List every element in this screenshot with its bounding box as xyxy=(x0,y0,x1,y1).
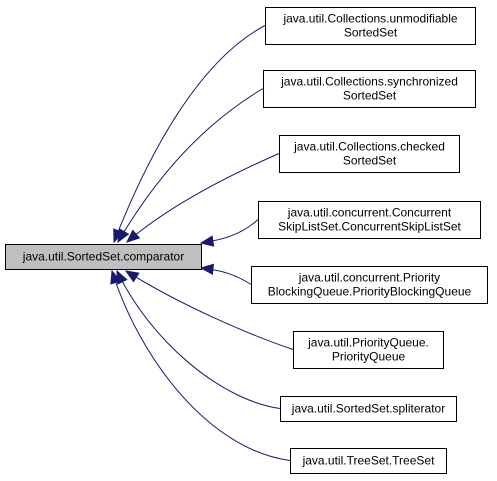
edge-collections-checked-sortedset-arrowhead xyxy=(126,229,141,243)
caller-node-concurrent-skiplistset-box xyxy=(258,201,481,239)
edge-concurrent-skiplistset-arrowhead xyxy=(199,235,215,247)
caller-node-collections-checked-sortedset-box xyxy=(279,135,460,173)
focus-node-sortedset-comparator[interactable]: java.util.SortedSet.comparator xyxy=(5,244,202,270)
edge-treeset-treeset xyxy=(111,270,291,461)
caller-node-collections-unmodifiable-sortedset-box xyxy=(265,7,476,45)
edge-collections-synchronized-sortedset xyxy=(117,88,264,243)
caller-node-priority-queue[interactable]: java.util.PriorityQueue.PriorityQueue xyxy=(293,331,444,369)
caller-node-collections-synchronized-sortedset-box xyxy=(263,70,476,108)
edge-priority-queue xyxy=(125,270,294,350)
caller-node-priority-blocking-queue-box xyxy=(251,266,488,304)
edge-collections-synchronized-sortedset-arrowhead xyxy=(117,228,130,244)
caller-node-collections-synchronized-sortedset[interactable]: java.util.Collections.synchronizedSorted… xyxy=(263,70,476,108)
focus-node-sortedset-comparator-box xyxy=(5,244,202,270)
caller-node-priority-blocking-queue[interactable]: java.util.concurrent.PriorityBlockingQue… xyxy=(251,266,488,304)
caller-node-collections-checked-sortedset-label-line-1: java.util.Collections.checked xyxy=(293,140,445,154)
caller-node-priority-queue-label-line-2: PriorityQueue xyxy=(332,350,406,364)
caller-node-treeset-treeset-box xyxy=(290,448,447,474)
edge-sortedset-spliterator xyxy=(116,270,281,409)
edge-priority-blocking-queue-arrowhead xyxy=(199,263,215,276)
caller-node-collections-checked-sortedset-label-line-2: SortedSet xyxy=(343,154,397,168)
caller-node-priority-queue-label-line-1: java.util.PriorityQueue. xyxy=(307,336,429,350)
caller-node-sortedset-spliterator-label-line-1: java.util.SortedSet.spliterator xyxy=(291,402,445,416)
caller-node-collections-unmodifiable-sortedset[interactable]: java.util.Collections.unmodifiableSorted… xyxy=(265,7,476,45)
caller-node-collections-unmodifiable-sortedset-label-line-1: java.util.Collections.unmodifiable xyxy=(282,12,457,26)
caller-node-sortedset-spliterator-box xyxy=(280,396,457,422)
edges-group xyxy=(110,25,294,461)
edge-collections-checked-sortedset xyxy=(126,153,280,243)
caller-node-priority-blocking-queue-label-line-1: java.util.concurrent.Priority xyxy=(298,271,440,285)
edge-collections-unmodifiable-sortedset xyxy=(113,25,266,243)
caller-node-priority-queue-box xyxy=(293,331,444,369)
caller-node-collections-synchronized-sortedset-label-line-1: java.util.Collections.synchronized xyxy=(280,75,458,89)
caller-node-treeset-treeset-label-line-1: java.util.TreeSet.TreeSet xyxy=(302,454,436,468)
edge-priority-queue-arrowhead xyxy=(124,270,140,283)
edge-treeset-treeset-arrowhead xyxy=(110,269,122,285)
caller-node-collections-unmodifiable-sortedset-label-line-2: SortedSet xyxy=(344,26,398,40)
caller-node-concurrent-skiplistset-label-line-2: SkipListSet.ConcurrentSkipListSet xyxy=(278,220,461,234)
focus-node-sortedset-comparator-label-line-1: java.util.SortedSet.comparator xyxy=(22,250,184,264)
caller-node-concurrent-skiplistset[interactable]: java.util.concurrent.ConcurrentSkipListS… xyxy=(258,201,481,239)
caller-node-collections-synchronized-sortedset-label-line-2: SortedSet xyxy=(343,89,397,103)
caller-node-sortedset-spliterator[interactable]: java.util.SortedSet.spliterator xyxy=(280,396,457,422)
nodes-group: java.util.SortedSet.comparator java.util.… xyxy=(5,7,488,474)
caller-node-treeset-treeset[interactable]: java.util.TreeSet.TreeSet xyxy=(290,448,447,474)
caller-node-concurrent-skiplistset-label-line-1: java.util.concurrent.Concurrent xyxy=(287,206,452,220)
caller-node-priority-blocking-queue-label-line-2: BlockingQueue.PriorityBlockingQueue xyxy=(268,285,472,299)
